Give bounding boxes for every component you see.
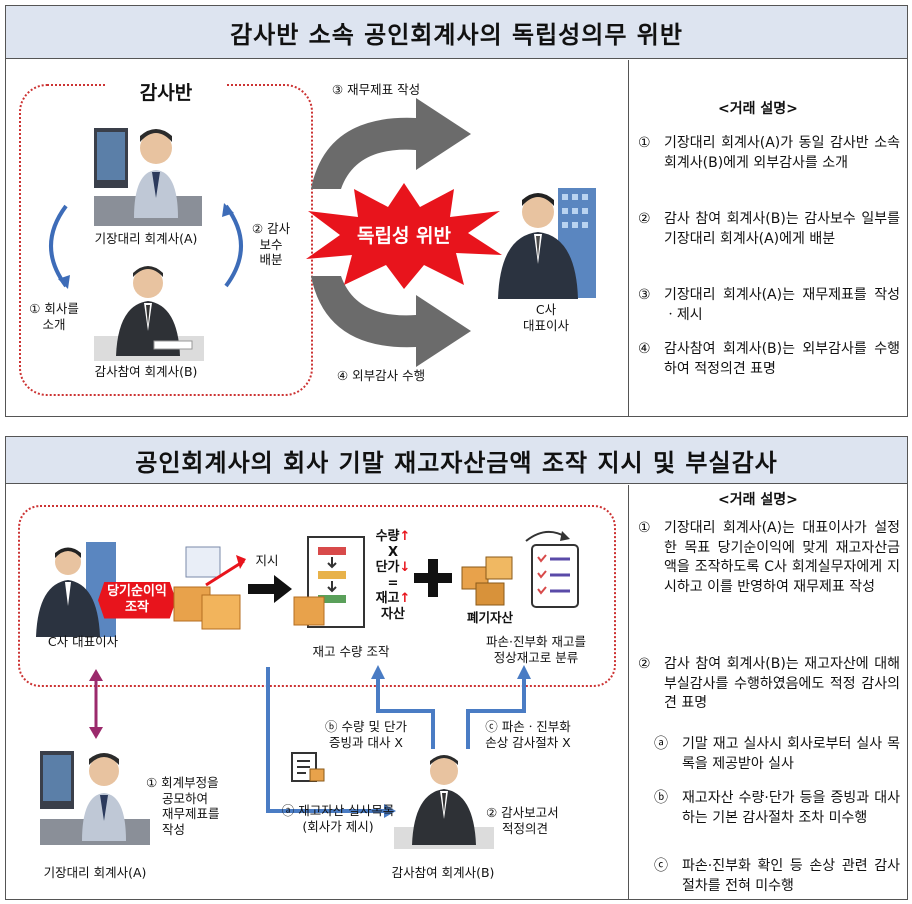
person-a-label: 기장대리 회계사(A): [94, 231, 198, 246]
person-a2-illustration: [40, 751, 150, 845]
collusion-arrow: [89, 669, 103, 739]
note2-label: ② 감사보고서 적정의견: [486, 805, 559, 836]
step2-label: ② 감사 보수 배분: [251, 221, 291, 268]
person-b2-illustration: [394, 755, 494, 849]
blue-connector-arrows: [266, 665, 531, 818]
panel1-title: 감사반 소속 공인회계사의 독립성의무 위반: [6, 6, 907, 59]
formula-times: X: [387, 544, 399, 560]
instruct-label: 지시: [255, 553, 279, 568]
statement-arrow: [311, 98, 471, 189]
audit-group-label: 감사반: [106, 78, 226, 105]
step3-label: ③ 재무제표 작성: [331, 82, 421, 97]
list-a-label: ⓐ 재고자산 실사목록 (회사가 제시): [281, 803, 395, 834]
instruct-arrow: [248, 575, 292, 603]
person-a-illustration: [94, 128, 202, 226]
person-a2-label: 기장대리 회계사(A): [43, 865, 147, 880]
formula: 수량↑ X 단가↓ = 재고↑ 자산: [370, 529, 416, 623]
panel1-divider: [628, 60, 629, 416]
violation-burst: [306, 183, 502, 289]
panel2-title: 공인회계사의 회사 기말 재고자산금액 조작 지시 및 부실감사: [6, 437, 907, 484]
plus-icon: [414, 559, 452, 597]
fee-share-arrow: [222, 203, 243, 288]
check-b-label: ⓑ 수량 및 단가 증빙과 대사 X: [325, 719, 407, 750]
disposal-boxes-icon: [461, 556, 513, 606]
ceo-illustration: [498, 188, 596, 299]
checklist-icon: [525, 530, 579, 608]
step1-label: ① 회사를 소개: [29, 301, 79, 332]
person-b-label: 감사참여 회계사(B): [94, 364, 198, 379]
ceo2-label: C사 대표이사: [47, 634, 119, 649]
disposal-desc: 파손·진부화 재고를 정상재고로 분류: [486, 634, 586, 665]
formula-qty: 수량↑: [375, 529, 411, 544]
check-c-label: ⓒ 파손ㆍ진부화 손상 감사절차 X: [485, 719, 571, 750]
audit-arrow: [311, 276, 471, 367]
violation-text: 독립성 위반: [356, 225, 451, 247]
profit-tag: 당기순이익 조작: [98, 582, 176, 619]
panel2-desc-title: <거래 설명>: [718, 492, 798, 508]
intro-arrow: [49, 204, 70, 289]
note1-label: ① 회계부정을 공모하여 재무제표를 작성: [146, 775, 220, 837]
inventory-boxes-icon: [173, 546, 246, 630]
person-b-illustration: [94, 266, 204, 361]
clipboard-icon: [291, 752, 325, 782]
formula-inv2: 자산: [381, 606, 405, 622]
formula-price: 단가↓: [375, 560, 411, 576]
panel1-desc-title: <거래 설명>: [718, 101, 798, 117]
inventory-manip-label: 재고 수량 조작: [312, 644, 390, 659]
formula-eq: =: [387, 575, 399, 591]
step4-label: ④ 외부감사 수행: [336, 368, 426, 383]
panel2-divider: [628, 485, 629, 899]
panel-inventory-manipulation: 공인회계사의 회사 기말 재고자산금액 조작 지시 및 부실감사 당기순이익 조…: [5, 436, 908, 900]
company-scope-box: [18, 505, 616, 687]
person-b2-label: 감사참여 회계사(B): [391, 865, 495, 880]
inventory-document-icon: [293, 536, 365, 628]
formula-inv1: 재고↑: [375, 591, 411, 607]
disposal-label: 폐기자산: [466, 610, 513, 625]
company-label: C사 대표이사: [522, 302, 569, 333]
panel-independence-violation: 감사반 소속 공인회계사의 독립성의무 위반 감사반 기장대리 회계사(A) 감…: [5, 5, 908, 417]
